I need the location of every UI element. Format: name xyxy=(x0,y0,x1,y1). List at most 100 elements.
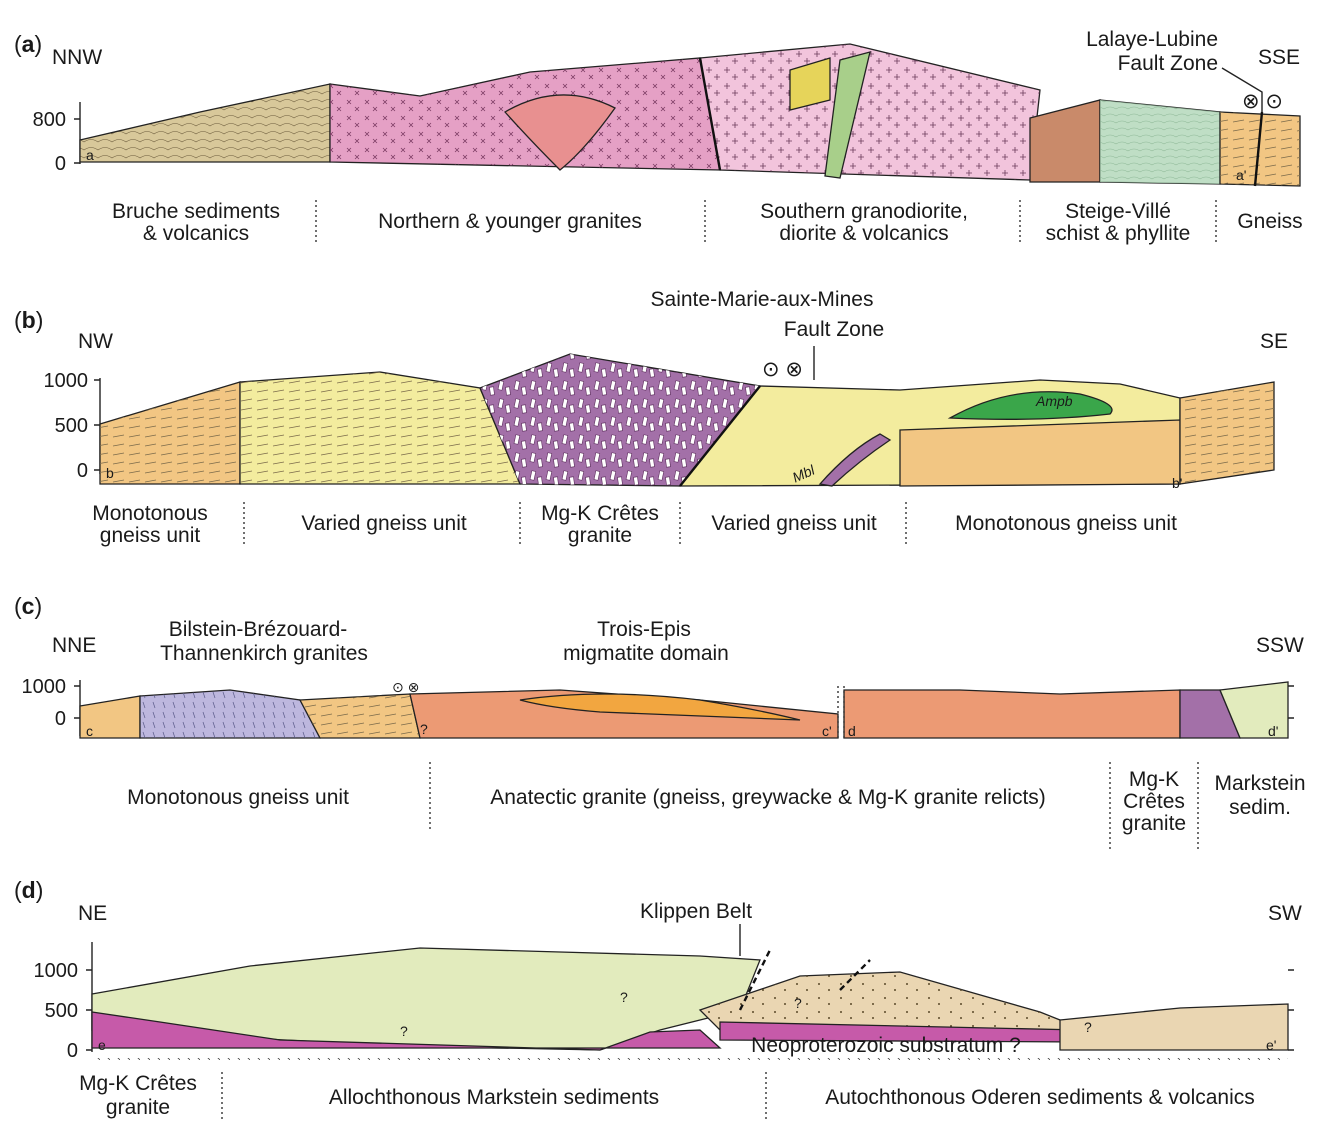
unit-d-2-line1: Allochthonous Markstein sediments xyxy=(329,1086,659,1109)
fault-label-b-line2: Fault Zone xyxy=(784,318,884,341)
point-d: d xyxy=(848,723,856,739)
yellow-volcanic-a xyxy=(789,57,831,111)
unit-a-4-line2: schist & phyllite xyxy=(1046,222,1191,245)
unit-b-4-line1: Varied gneiss unit xyxy=(711,512,877,535)
unit-d-1-line1: Mg-K Crêtes xyxy=(79,1072,197,1095)
unit-c-4-line2: sedim. xyxy=(1229,796,1291,819)
panel-a: (a) NNW SSE Lalaye-Lubine Fault Zone ⊗ ⊙… xyxy=(14,28,1303,245)
panel-c: (c) NNE SSW Bilstein-Brézouard- Thannenk… xyxy=(14,593,1306,850)
unit-a-3-line1: Southern granodiorite, xyxy=(760,200,968,223)
elevation-1000-d: 1000 xyxy=(34,960,79,982)
bruche-unit-a xyxy=(79,83,331,163)
motion-symbols-c: ⊙ ⊗ xyxy=(392,679,419,695)
unit-b-3-line2: granite xyxy=(568,524,632,547)
svg-text:(a): (a) xyxy=(14,31,42,57)
point-c: c xyxy=(86,723,93,739)
unit-a-3-line2: diorite & volcanics xyxy=(779,222,948,245)
elevation-axis-d xyxy=(86,942,93,1052)
trois-epis-label-line2: migmatite domain xyxy=(563,642,729,665)
panel-d: (d) NE SW Klippen Belt 1000 500 0 e e' ?… xyxy=(14,877,1302,1120)
monotonous-gneiss-b-right xyxy=(899,419,1181,487)
panel-letter-b: b xyxy=(22,307,36,333)
direction-left-c: NNE xyxy=(52,634,96,657)
svg-text:(b): (b) xyxy=(14,307,43,333)
bilstein-label-line2: Thannenkirch granites xyxy=(160,642,368,665)
bilstein-label-line1: Bilstein-Brézouard- xyxy=(169,618,348,641)
elevation-0-d: 0 xyxy=(67,1040,78,1062)
motion-symbols-a: ⊗ ⊙ xyxy=(1242,90,1283,113)
question-mark-d-3: ? xyxy=(794,995,802,1011)
unit-d-3-line1: Autochthonous Oderen sediments & volcani… xyxy=(825,1086,1255,1109)
unit-c-3-line2: Crêtes xyxy=(1123,790,1185,813)
cretes-granite-d-left xyxy=(91,1011,722,1051)
anatectic-granite-c xyxy=(409,689,839,739)
unit-a-1-line2: & volcanics xyxy=(143,222,249,245)
direction-left-d: NE xyxy=(78,902,107,925)
direction-right-c: SSW xyxy=(1256,634,1304,657)
question-mark-d-1: ? xyxy=(620,989,628,1005)
oderen-sediments-d-lower xyxy=(1059,1003,1289,1051)
klippen-label: Klippen Belt xyxy=(640,900,752,923)
unit-c-4-line1: Markstein xyxy=(1214,772,1305,795)
panel-letter-c: c xyxy=(22,593,35,619)
unit-c-1-line1: Monotonous gneiss unit xyxy=(127,786,349,809)
unit-c-3-line1: Mg-K xyxy=(1129,768,1179,791)
panel-b: (b) NW SE Sainte-Marie-aux-Mines Fault Z… xyxy=(14,288,1288,547)
migmatite-lens-c xyxy=(519,693,801,721)
point-a-prime: a' xyxy=(1236,167,1246,183)
elevation-0-c: 0 xyxy=(55,708,66,730)
unit-c-3-line3: granite xyxy=(1122,812,1186,835)
unit-b-5-line1: Monotonous gneiss unit xyxy=(955,512,1177,535)
unit-d-1-line2: granite xyxy=(106,1096,170,1119)
unit-a-4-line1: Steige-Villé xyxy=(1065,200,1171,223)
unit-b-2-line1: Varied gneiss unit xyxy=(301,512,467,535)
elevation-axis-a xyxy=(74,102,81,164)
elevation-500-b: 500 xyxy=(55,415,88,437)
ampb-label: Ampb xyxy=(1035,393,1073,409)
point-e-prime: e' xyxy=(1266,1037,1276,1053)
motion-symbols-b: ⊙ ⊗ xyxy=(762,358,803,381)
point-a: a xyxy=(86,147,94,163)
green-volcanic-a xyxy=(824,51,871,179)
steige-schist-a xyxy=(1029,99,1101,183)
panel-letter-d: d xyxy=(22,877,36,903)
direction-left-b: NW xyxy=(78,330,113,353)
elevation-axis-b xyxy=(94,378,101,474)
direction-right-d: SW xyxy=(1268,902,1302,925)
unit-a-2-line1: Northern & younger granites xyxy=(378,210,642,233)
trois-epis-label-line1: Trois-Epis xyxy=(597,618,691,641)
direction-right-b: SE xyxy=(1260,330,1288,353)
point-d-prime: d' xyxy=(1268,723,1278,739)
unit-b-1-line2: gneiss unit xyxy=(100,524,201,547)
marble-band-b xyxy=(818,433,892,487)
elevation-800-a: 800 xyxy=(33,109,66,131)
elevation-500-d: 500 xyxy=(45,1000,78,1022)
unit-c-2-line1: Anatectic granite (gneiss, greywacke & M… xyxy=(490,786,1046,809)
anatectic-granite-d xyxy=(843,689,1181,739)
fault-label-a-line2: Fault Zone xyxy=(1118,52,1218,75)
unit-b-3-line1: Mg-K Crêtes xyxy=(541,502,659,525)
unit-b-1-line1: Monotonous xyxy=(92,502,208,525)
amphibolite-body-b xyxy=(947,391,1113,420)
svg-text:(d): (d) xyxy=(14,877,43,903)
younger-granite-core-a xyxy=(503,94,616,171)
direction-right-a: SSE xyxy=(1258,46,1300,69)
substratum-label: Neoproterozoic substratum ? xyxy=(751,1034,1021,1057)
panel-letter-a: a xyxy=(22,31,35,57)
elevation-1000-c: 1000 xyxy=(22,676,67,698)
point-e: e xyxy=(98,1037,106,1053)
fault-label-b-line1: Sainte-Marie-aux-Mines xyxy=(651,288,874,311)
fault-leader-a xyxy=(1221,67,1263,112)
elevation-1000-b: 1000 xyxy=(44,370,89,392)
unit-a-5-line1: Gneiss xyxy=(1237,210,1302,233)
elevation-0-a: 0 xyxy=(55,153,66,175)
unit-a-1-line1: Bruche sediments xyxy=(112,200,280,223)
svg-text:(c): (c) xyxy=(14,593,42,619)
point-c-prime: c' xyxy=(822,723,832,739)
question-mark-c: ? xyxy=(420,721,428,737)
elevation-axis-c xyxy=(74,680,81,736)
question-mark-d-4: ? xyxy=(1084,1019,1092,1035)
elevation-0-b: 0 xyxy=(77,460,88,482)
fault-label-a-line1: Lalaye-Lubine xyxy=(1086,28,1218,51)
